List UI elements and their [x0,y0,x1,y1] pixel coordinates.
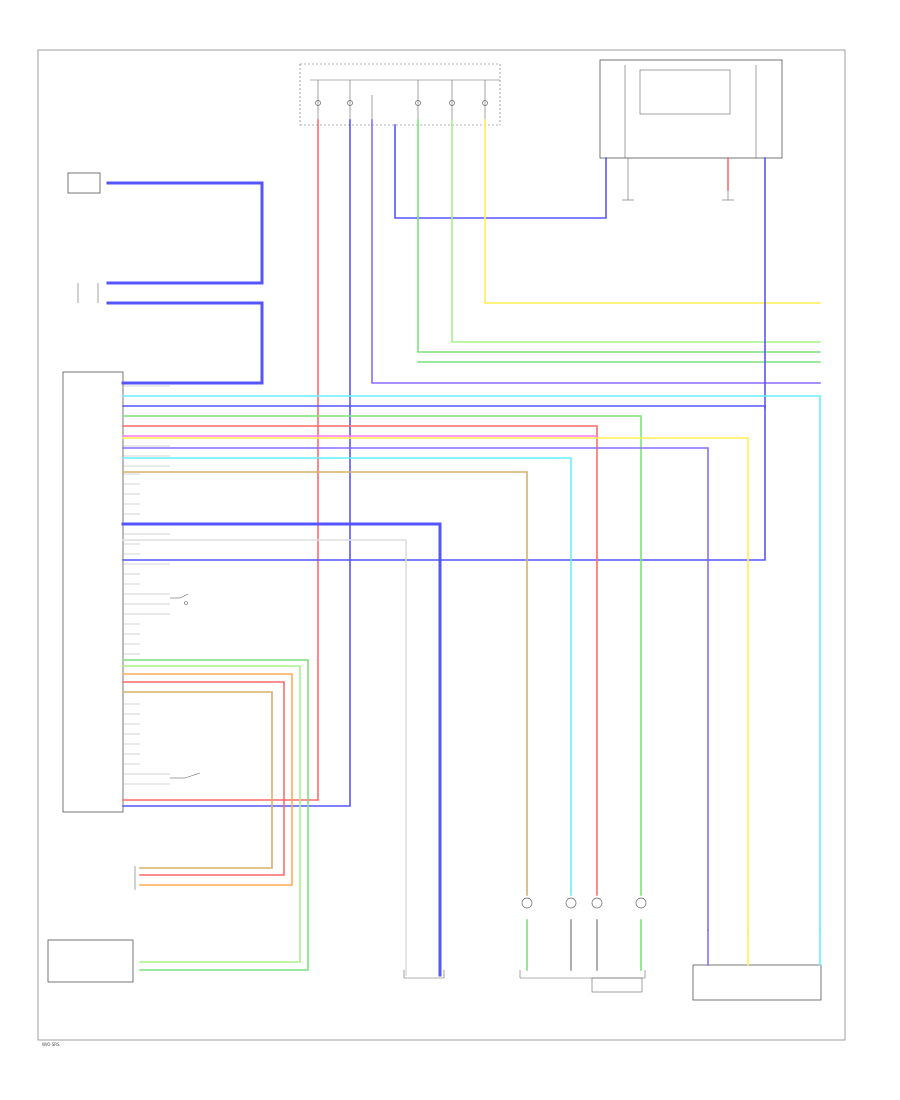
wire-blue-3 [121,522,442,977]
switch-icon [170,593,201,779]
wire-blue-top-left [106,181,264,385]
wire-blue-main [122,119,351,807]
ground-icon [622,158,734,201]
relay-box [599,59,783,159]
wire-blue-2 [122,405,766,561]
wire-red-3 [122,681,285,876]
wire-orange-1 [122,673,293,886]
bottom-connector-brackets [403,970,646,993]
component-box-bottom-left [47,939,134,983]
wire-red-2 [122,425,598,896]
wire-yellow-2 [122,437,749,931]
wire-green-4 [122,415,642,896]
wire-violet-2 [122,447,709,931]
wire-tan-1 [122,471,528,896]
wire-tan-2 [122,691,273,869]
wire-lightgreen-1 [122,665,301,963]
wire-red-main [122,119,319,801]
wire-yellow-top [484,119,821,304]
wire-green-1 [417,119,821,353]
page-id: W/O SRS [42,1042,60,1047]
wire-cyan-1 [122,395,821,931]
sensor-leads [526,919,821,971]
wire-blue-relay [394,124,607,219]
control-unit-block [62,371,124,813]
wire-green-2 [451,119,821,343]
sensor-icon [521,897,647,909]
wire-cyan-2 [122,457,572,896]
component-box-top-left [67,172,101,194]
connector-pins [123,385,170,785]
wire-green-5 [122,659,309,971]
component-box-bottom-right [692,964,822,1001]
wire-white-1 [122,539,407,976]
connector-icon [77,283,99,303]
wire-violet-main [371,119,821,384]
fuse-icon [315,100,488,106]
diagram-frame [37,49,846,1041]
under-hood-fuse-box [299,63,501,126]
